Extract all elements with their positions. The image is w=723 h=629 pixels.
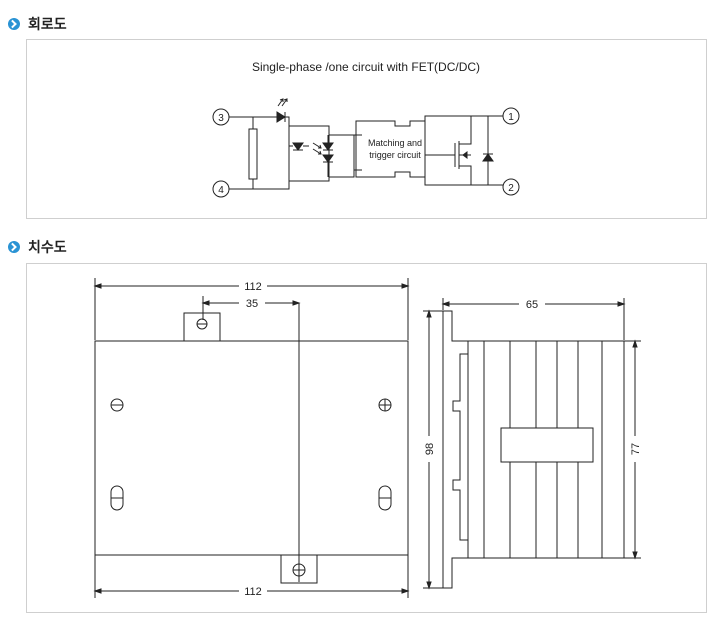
terminal-1 <box>502 107 520 125</box>
bottom-mounting-tab <box>280 554 318 584</box>
front-body <box>94 340 409 556</box>
led-icon <box>276 111 286 123</box>
circuit-diagram-panel: Single-phase /one circuit with FET(DC/DC… <box>26 39 707 219</box>
side-mounting-rail <box>442 310 469 589</box>
terminal-2 <box>502 178 520 196</box>
terminal-2-label: 2 <box>508 183 514 194</box>
bottom-width-label: 112 <box>244 586 262 598</box>
circuit-section-title: 회로도 <box>28 17 67 33</box>
terminal-3-label: 3 <box>218 113 224 124</box>
optocoupler-left-box <box>288 125 330 182</box>
matching-trigger-block <box>355 120 426 178</box>
side-body <box>467 340 625 559</box>
side-clamp <box>500 427 594 463</box>
depth-label: 65 <box>526 299 538 311</box>
dimensions-section-header: 치수도 <box>8 237 67 257</box>
output-wire-bottom <box>424 177 503 186</box>
terminal-1-label: 1 <box>508 112 514 123</box>
terminal-4-label: 4 <box>218 185 224 196</box>
input-resistor <box>248 128 258 180</box>
circuit-caption: Single-phase /one circuit with FET(DC/DC… <box>252 60 480 74</box>
circuit-section-header: 회로도 <box>8 14 67 34</box>
output-wire-top <box>424 115 503 121</box>
inner-height-label: 77 <box>630 443 642 455</box>
dimension-drawing: 112 35 <box>93 278 642 598</box>
block-label-line2: trigger circuit <box>369 150 421 160</box>
dimension-drawing-panel: 112 35 <box>26 263 707 613</box>
photodiode-icon <box>292 142 304 151</box>
chevron-right-icon <box>8 241 20 253</box>
dimensions-section-title: 치수도 <box>28 240 67 256</box>
top-width-label: 112 <box>244 281 262 293</box>
chevron-right-icon <box>8 18 20 30</box>
diode-icon <box>482 153 494 162</box>
block-label-line1: Matching and <box>368 138 422 148</box>
circuit-diagram: Single-phase /one circuit with FET(DC/DC… <box>212 60 520 198</box>
offset-label: 35 <box>246 298 258 310</box>
outer-height-label: 98 <box>424 443 436 455</box>
top-mounting-tab <box>183 312 221 342</box>
input-wire-bottom <box>229 180 290 190</box>
